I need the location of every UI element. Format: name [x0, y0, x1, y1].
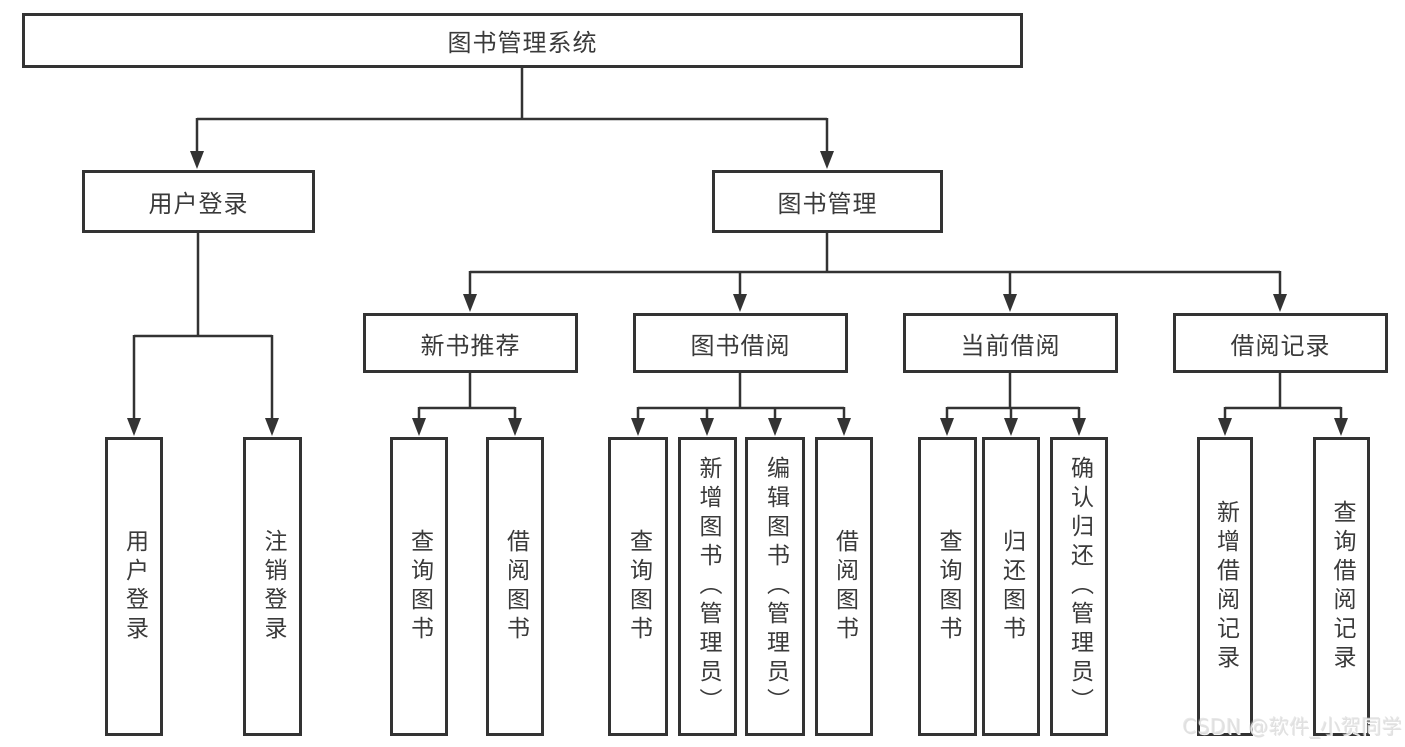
- arrowhead-icon: [820, 151, 834, 169]
- arrowhead-icon: [1218, 418, 1232, 436]
- leaf-recommend-query-books: 查询图书: [390, 437, 448, 736]
- node-current-borrow: 当前借阅: [903, 313, 1118, 373]
- arrowhead-icon: [1072, 418, 1086, 436]
- arrowhead-icon: [412, 418, 426, 436]
- leaf-current-query-books-label: 查询图书: [935, 528, 961, 645]
- leaf-borrow-books-label: 借阅图书: [831, 528, 858, 645]
- arrowhead-icon: [265, 418, 279, 436]
- connector-borrow-records-to-children: [1223, 373, 1343, 420]
- leaf-user-login: 用户登录: [105, 437, 163, 736]
- node-book-management: 图书管理: [712, 170, 943, 233]
- arrowhead-icon: [768, 418, 782, 436]
- node-book-borrow-label: 图书借阅: [690, 331, 791, 360]
- node-root-label: 图书管理系统: [447, 29, 598, 57]
- leaf-recommend-borrow-books: 借阅图书: [486, 437, 544, 736]
- arrowhead-icon: [463, 294, 477, 312]
- node-user-login: 用户登录: [82, 170, 315, 233]
- connector-book-mgmt-to-level3: [468, 233, 1282, 296]
- watermark: CSDN @软件_小贺同学: [1183, 715, 1403, 739]
- leaf-add-borrow-record-label: 新增借阅记录: [1212, 499, 1239, 674]
- node-new-book-recommend: 新书推荐: [363, 313, 578, 373]
- leaf-edit-books-admin: 编辑图书（管理员）: [745, 437, 805, 736]
- arrowhead-icon: [1334, 418, 1348, 436]
- node-current-borrow-label: 当前借阅: [960, 331, 1061, 360]
- node-user-login-label: 用户登录: [148, 190, 249, 218]
- node-book-management-label: 图书管理: [777, 190, 878, 218]
- leaf-borrow-query-books-label: 查询图书: [625, 528, 652, 645]
- leaf-edit-books-admin-label: 编辑图书（管理员）: [762, 456, 789, 717]
- leaf-confirm-return-admin: 确认归还（管理员）: [1050, 437, 1108, 736]
- node-root: 图书管理系统: [22, 13, 1023, 68]
- leaf-borrow-query-books: 查询图书: [608, 437, 668, 736]
- connector-current-borrow-to-children: [945, 373, 1081, 420]
- arrowhead-icon: [700, 418, 714, 436]
- connector-user-login-to-children: [132, 233, 274, 420]
- arrowhead-icon: [1004, 418, 1018, 436]
- arrowhead-icon: [940, 418, 954, 436]
- leaf-return-books: 归还图书: [982, 437, 1040, 736]
- leaf-add-books-admin: 新增图书（管理员）: [678, 437, 737, 736]
- arrowheads: [127, 151, 1348, 436]
- node-borrow-records-label: 借阅记录: [1230, 331, 1331, 360]
- leaf-borrow-books: 借阅图书: [815, 437, 873, 736]
- node-new-book-recommend-label: 新书推荐: [420, 331, 521, 360]
- arrowhead-icon: [733, 294, 747, 312]
- arrowhead-icon: [631, 418, 645, 436]
- leaf-recommend-query-books-label: 查询图书: [406, 528, 433, 645]
- arrowhead-icon: [1003, 294, 1017, 312]
- leaf-query-borrow-record-label: 查询借阅记录: [1329, 499, 1355, 674]
- leaf-current-query-books: 查询图书: [918, 437, 977, 736]
- leaf-add-borrow-record: 新增借阅记录: [1197, 437, 1253, 736]
- leaf-logout-label: 注销登录: [260, 528, 286, 645]
- arrowhead-icon: [190, 151, 204, 169]
- leaf-user-login-label: 用户登录: [121, 528, 148, 645]
- leaf-confirm-return-admin-label: 确认归还（管理员）: [1066, 456, 1093, 717]
- arrowhead-icon: [127, 418, 141, 436]
- connector-new-book-rec-to-children: [417, 373, 517, 420]
- connector-book-borrow-to-children: [636, 373, 846, 420]
- leaf-return-books-label: 归还图书: [998, 528, 1025, 645]
- leaf-query-borrow-record: 查询借阅记录: [1313, 437, 1370, 736]
- leaf-add-books-admin-label: 新增图书（管理员）: [695, 456, 721, 717]
- arrowhead-icon: [1273, 294, 1287, 312]
- node-book-borrow: 图书借阅: [633, 313, 848, 373]
- leaf-recommend-borrow-books-label: 借阅图书: [502, 528, 529, 645]
- arrowhead-icon: [508, 418, 522, 436]
- arrowhead-icon: [837, 418, 851, 436]
- leaf-logout: 注销登录: [243, 437, 302, 736]
- connector-root-to-level2: [195, 68, 829, 153]
- node-borrow-records: 借阅记录: [1173, 313, 1388, 373]
